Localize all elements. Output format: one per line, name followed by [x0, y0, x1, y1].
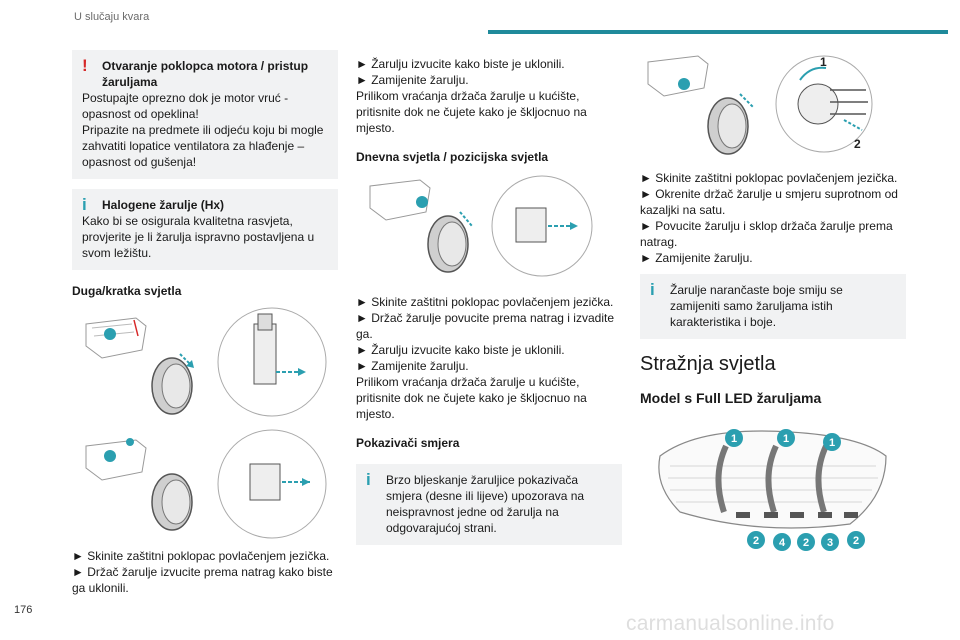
step: ► Zamijenite žarulju.	[640, 251, 753, 265]
svg-text:4: 4	[779, 537, 786, 549]
info-box: i Brzo bljeskanje žaruljice pokazivača s…	[356, 464, 622, 545]
warning-box: ! Otvaranje poklopca motora / pristup ža…	[72, 50, 338, 179]
step: ► Povucite žarulju i sklop držača žarulj…	[640, 219, 893, 249]
step: ► Skinite zaštitni poklopac povlačenjem …	[356, 295, 614, 309]
page-number: 176	[14, 604, 33, 616]
watermark: carmanualsonline.info	[626, 612, 835, 635]
svg-text:2: 2	[753, 535, 759, 547]
info-text: Žarulje narančaste boje smiju se zamijen…	[670, 283, 843, 329]
step: ► Držač žarulje povucite prema natrag i …	[356, 311, 614, 341]
figure-label: 1	[820, 55, 827, 69]
turn-signal-illustration: 1 2	[647, 55, 873, 155]
section-title: U slučaju kvara	[74, 11, 150, 23]
info-box: i Žarulje narančaste boje smiju se zamij…	[640, 274, 906, 339]
rear-led-lamp-illustration: 1 1 1 2 4 2 3 2	[658, 429, 887, 551]
info-icon: i	[82, 195, 87, 214]
header-accent-bar	[488, 30, 948, 34]
section-heading-turn-signals: Pokazivači smjera	[356, 436, 460, 450]
step: ► Žarulju izvucite kako biste je uklonil…	[356, 343, 565, 357]
svg-text:1: 1	[829, 437, 835, 449]
info-title: Halogene žarulje (Hx)	[102, 198, 225, 212]
led-label-2: 2	[747, 531, 765, 549]
drl-illustration	[369, 175, 593, 277]
led-label-1: 1	[823, 433, 841, 451]
section-heading-high-low-beam: Duga/kratka svjetla	[72, 284, 182, 298]
note: Prilikom vraćanja držača žarulje u kućiš…	[356, 89, 587, 135]
step: ► Držač žarulje izvucite prema natrag ka…	[72, 565, 333, 595]
step: ► Skinite zaštitni poklopac povlačenjem …	[72, 549, 330, 563]
step: ► Zamijenite žarulju.	[356, 73, 469, 87]
svg-text:1: 1	[783, 433, 789, 445]
step: ► Okrenite držač žarulje u smjeru suprot…	[640, 187, 898, 217]
headlamp-illustration	[85, 307, 327, 539]
svg-text:2: 2	[853, 535, 859, 547]
section-title-rear-lights: Stražnja svjetla	[640, 353, 776, 375]
drl-steps: ► Skinite zaštitni poklopac povlačenjem …	[356, 294, 622, 422]
led-label-2: 2	[847, 531, 865, 549]
info-text: Brzo bljeskanje žaruljice pokazivača smj…	[386, 473, 585, 535]
info-box: i Halogene žarulje (Hx) Kako bi se osigu…	[72, 189, 338, 270]
info-icon: i	[366, 470, 371, 489]
bulb-steps-top: ► Žarulju izvucite kako biste je uklonil…	[356, 56, 622, 136]
warning-line: Pripazite na predmete ili odjeću koju bi…	[82, 123, 324, 169]
high-low-beam-steps: ► Skinite zaštitni poklopac povlačenjem …	[72, 548, 338, 596]
column-middle: ► Žarulju izvucite kako biste je uklonil…	[356, 50, 622, 555]
warning-line: Postupajte oprezno dok je motor vruć - o…	[82, 91, 289, 121]
warning-title: Otvaranje poklopca motora / pristup žaru…	[102, 59, 309, 89]
svg-text:3: 3	[827, 537, 833, 549]
led-label-2: 2	[797, 533, 815, 551]
note: Prilikom vraćanja držača žarulje u kućiš…	[356, 375, 587, 421]
column-right: 1 2 ► Skinite zaštitni poklopac povlačen…	[640, 50, 906, 566]
step: ► Žarulju izvucite kako biste je uklonil…	[356, 57, 565, 71]
step: ► Zamijenite žarulju.	[356, 359, 469, 373]
turn-signal-steps: ► Skinite zaštitni poklopac povlačenjem …	[640, 170, 906, 266]
led-label-3: 3	[821, 533, 839, 551]
subsection-title-full-led: Model s Full LED žaruljama	[640, 390, 822, 406]
exclamation-icon: !	[82, 56, 88, 75]
column-left: ! Otvaranje poklopca motora / pristup ža…	[72, 50, 338, 596]
figure-label: 2	[854, 137, 861, 151]
led-label-1: 1	[725, 429, 743, 447]
info-icon: i	[650, 280, 655, 299]
led-label-1: 1	[777, 429, 795, 447]
section-heading-drl: Dnevna svjetla / pozicijska svjetla	[356, 150, 549, 164]
info-text: Kako bi se osigurala kvalitetna rasvjeta…	[82, 214, 315, 260]
svg-text:2: 2	[803, 537, 809, 549]
step: ► Skinite zaštitni poklopac povlačenjem …	[640, 171, 898, 185]
led-label-4: 4	[773, 533, 791, 551]
svg-text:1: 1	[731, 433, 737, 445]
